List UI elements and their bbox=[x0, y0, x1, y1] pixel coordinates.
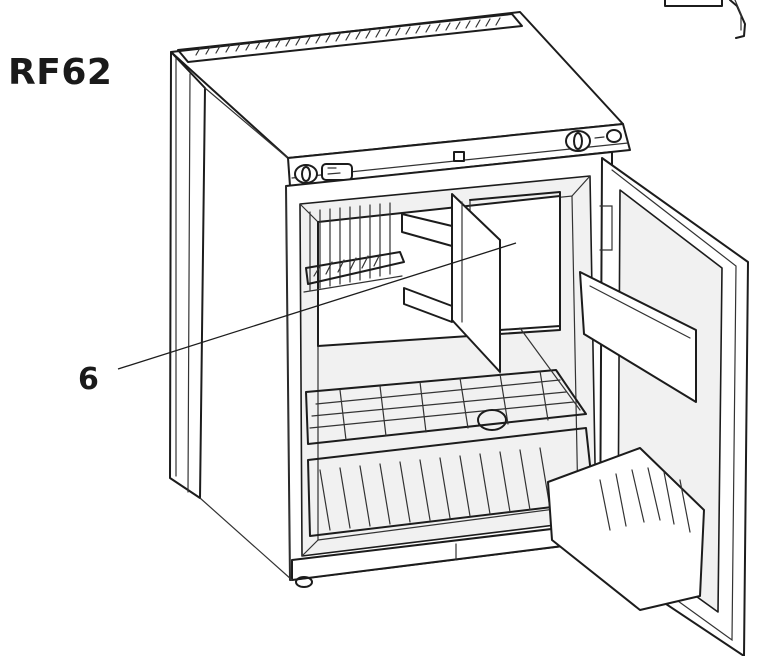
door-shelf-upper bbox=[579, 271, 697, 403]
door-latch bbox=[453, 151, 465, 162]
wire-shelf bbox=[305, 327, 587, 445]
neighbor-figure-fragment bbox=[664, 0, 746, 39]
freezer-flap bbox=[401, 193, 501, 373]
control-panel-strip bbox=[287, 123, 631, 187]
model-label: RF62 bbox=[8, 52, 113, 93]
freezer-compartment bbox=[303, 191, 561, 373]
refrigerator-door bbox=[547, 157, 749, 656]
foot bbox=[295, 576, 313, 588]
callout-leader-line bbox=[117, 242, 517, 370]
freezer-rack bbox=[303, 202, 405, 293]
thermostat-knob-left bbox=[294, 163, 353, 184]
top-vent-grille bbox=[195, 17, 501, 56]
cabinet-side-panel bbox=[169, 51, 206, 499]
callout-number: 6 bbox=[78, 362, 99, 397]
door-bottle-rack bbox=[547, 447, 705, 611]
gas-control-knobs bbox=[565, 129, 622, 152]
